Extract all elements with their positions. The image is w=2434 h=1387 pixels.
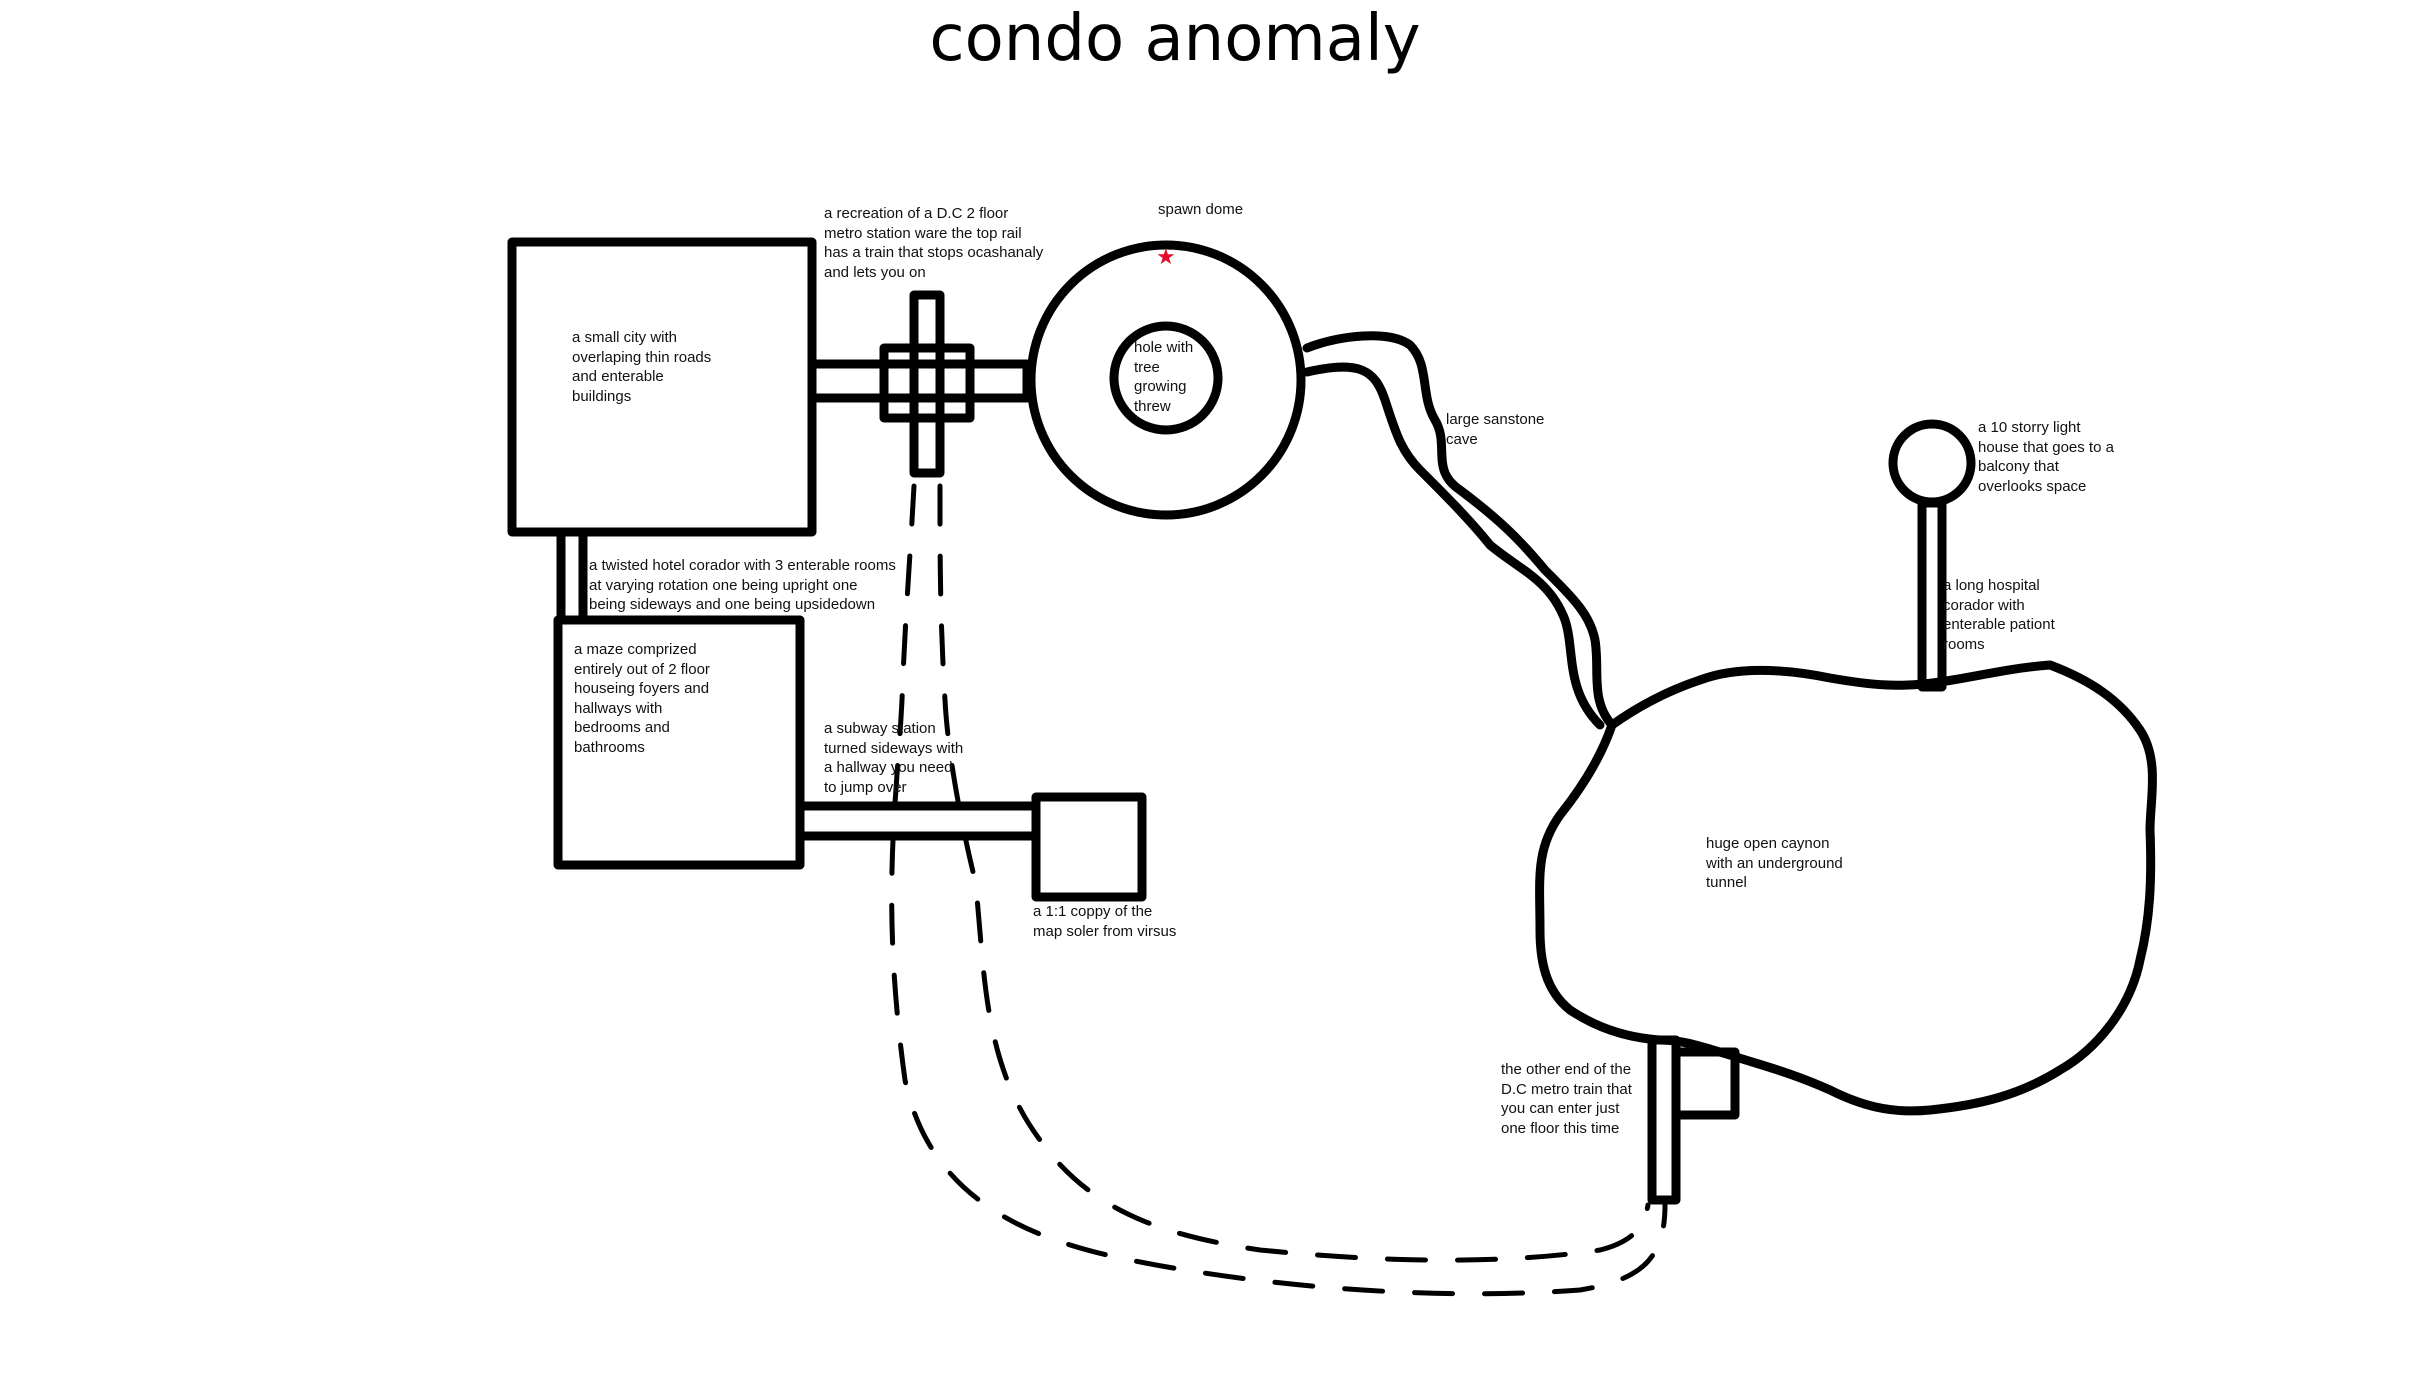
label-hole-tree: hole with tree growing threw bbox=[1134, 339, 1194, 415]
label-spawn-dome: spawn dome bbox=[1158, 201, 1244, 218]
canyon-outline bbox=[1535, 660, 2157, 1116]
underground-tunnel-inner bbox=[937, 483, 1651, 1263]
metro-cross-vertical bbox=[909, 290, 945, 478]
metro-cross-horizontal bbox=[879, 343, 975, 423]
spawn-dome-circle bbox=[1026, 240, 1306, 520]
hotel-corridor-connector bbox=[556, 527, 588, 625]
label-subway-sideways: a subway station turned sideways with a … bbox=[824, 720, 964, 796]
lighthouse-circle bbox=[1888, 419, 1976, 507]
maze-box bbox=[553, 615, 805, 870]
label-sandstone-cave: large sanstone cave bbox=[1446, 411, 1545, 448]
label-metro-station: a recreation of a D.C 2 floor metro stat… bbox=[824, 205, 1044, 281]
page-title: condo anomaly bbox=[929, 2, 1421, 76]
metro-connector bbox=[807, 359, 1032, 403]
label-lighthouse: a 10 storry light house that goes to a b… bbox=[1978, 419, 2114, 495]
sandstone-cave-lower bbox=[1302, 362, 1605, 730]
sandstone-cave-upper bbox=[1302, 331, 1617, 730]
subway-connector bbox=[795, 801, 1041, 841]
metro-other-end-tall bbox=[1647, 1035, 1681, 1205]
underground-tunnel-outer bbox=[889, 483, 1668, 1297]
label-soler-copy: a 1:1 coppy of the map soler from virsus bbox=[1033, 903, 1177, 940]
metro-other-end-hook bbox=[1675, 1047, 1740, 1120]
tree-hole-circle bbox=[1109, 321, 1223, 435]
label-maze: a maze comprized entirely out of 2 floor… bbox=[574, 641, 710, 756]
star-icon: ★ bbox=[1156, 245, 1176, 270]
label-hotel-corridor: a twisted hotel corador with 3 enterable… bbox=[589, 557, 896, 613]
soler-copy-box bbox=[1031, 792, 1147, 902]
hospital-corridor bbox=[1917, 498, 1947, 692]
label-canyon: huge open caynon with an underground tun… bbox=[1706, 835, 1843, 891]
label-metro-other-end: the other end of the D.C metro train tha… bbox=[1501, 1061, 1632, 1137]
label-hospital: a long hospital corador with enterable p… bbox=[1943, 577, 2055, 653]
label-small-city: a small city with overlaping thin roads … bbox=[572, 329, 712, 405]
